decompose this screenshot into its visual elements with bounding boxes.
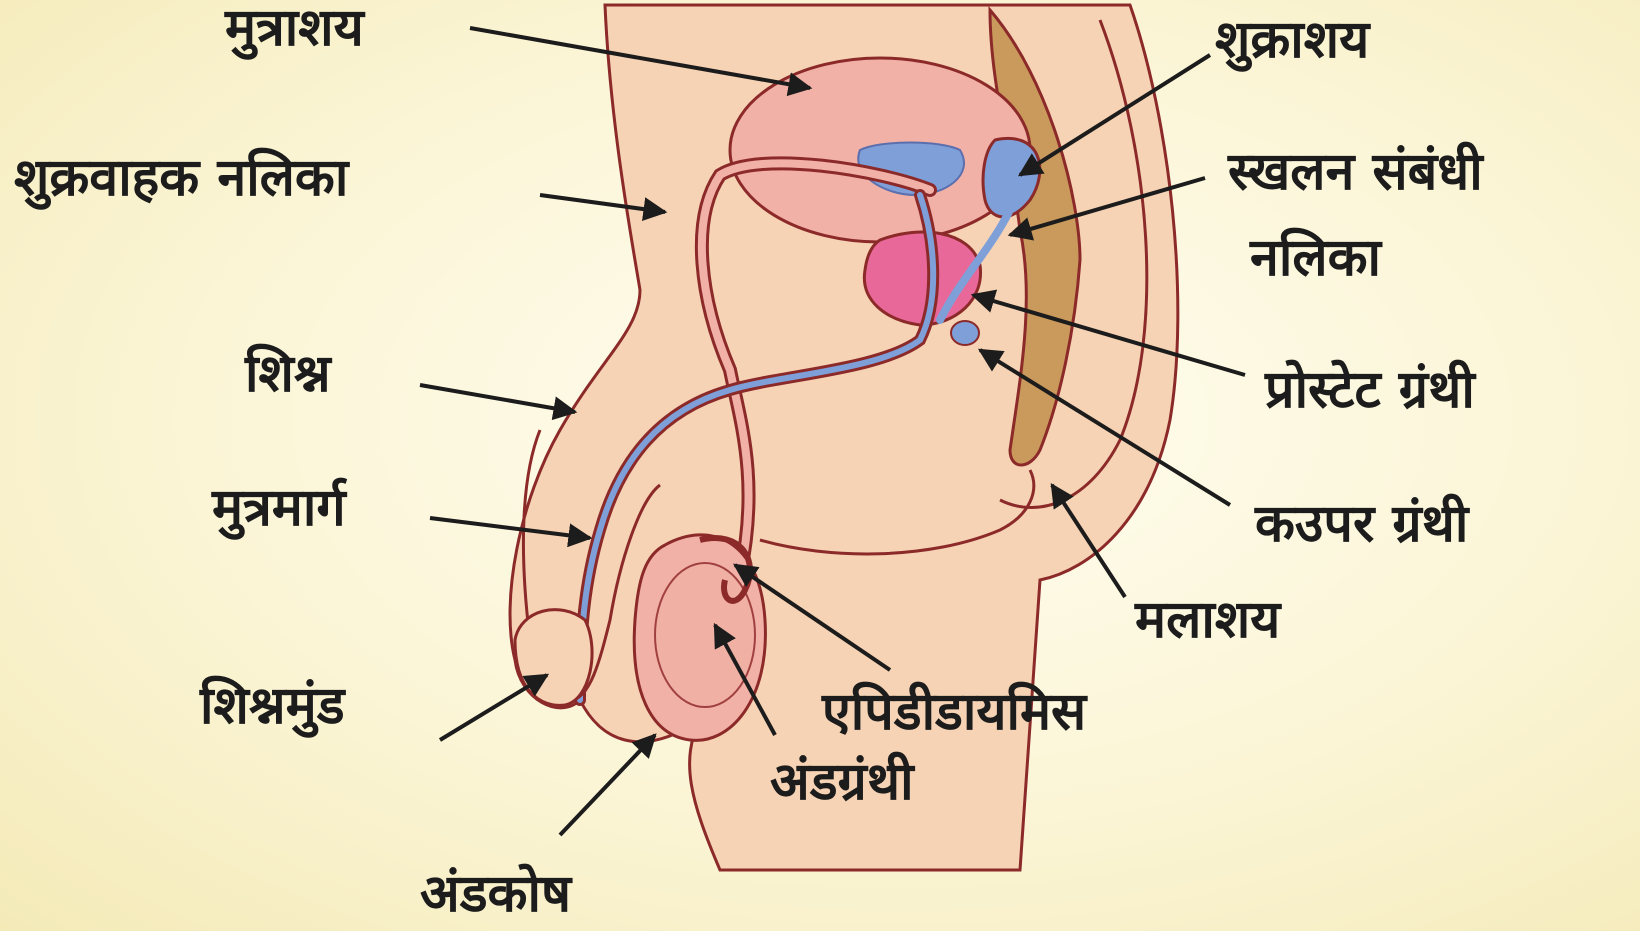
label-rectum: मलाशय: [1135, 594, 1280, 646]
label-vas-deferens: शुक्रवाहक नलिका: [14, 152, 348, 204]
label-penis: शिश्न: [245, 348, 331, 400]
label-ejaculatory-duct-line2: नलिका: [1250, 232, 1381, 284]
label-epididymis: एपिडीडायमिस: [822, 686, 1086, 738]
label-cowper: कउपर ग्रंथी: [1255, 498, 1468, 550]
label-ejaculatory-duct-line1: स्खलन संबंधी: [1228, 146, 1483, 198]
testis-shape: [655, 563, 755, 707]
cowper-gland-shape: [951, 321, 979, 345]
arrow-penis: [420, 385, 575, 412]
arrow-scrotum: [560, 735, 655, 835]
label-bladder: मुत्राशय: [225, 2, 364, 54]
label-seminal-vesicle: शुक्राशय: [1215, 14, 1369, 66]
label-scrotum: अंडकोष: [420, 868, 571, 920]
arrow-glans: [440, 675, 547, 740]
label-prostate: प्रोस्टेट ग्रंथी: [1265, 364, 1475, 416]
label-testis: अंडग्रंथी: [770, 756, 914, 808]
label-urethra: मुत्रमार्ग: [212, 482, 346, 534]
label-glans: शिश्नमुंड: [200, 680, 345, 732]
